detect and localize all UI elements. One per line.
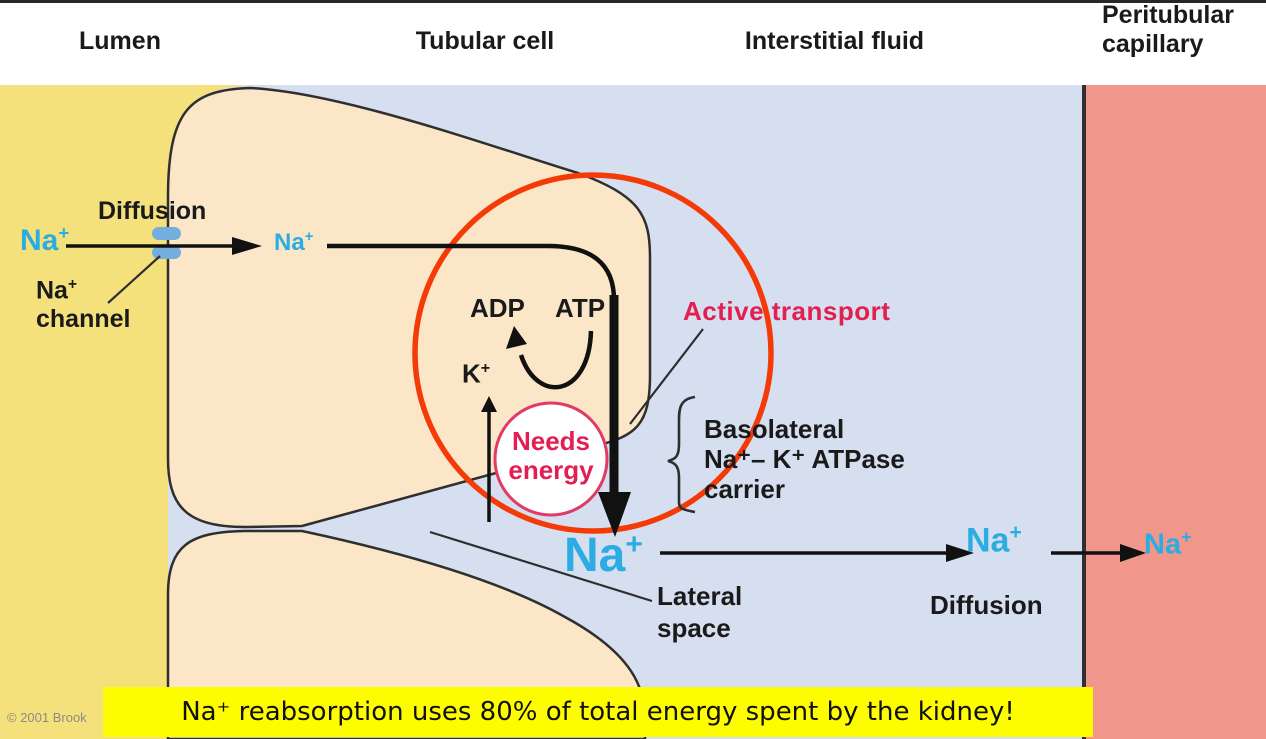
- na-channel-line1: Na+: [36, 276, 130, 305]
- na-base: Na: [20, 224, 59, 257]
- label-active-transport: Active transport: [683, 296, 891, 326]
- annotation-banner-text: Na⁺ reabsorption uses 80% of total energ…: [181, 697, 1015, 727]
- k-sup: +: [480, 359, 491, 377]
- apical-diffusion-arrowhead: [232, 237, 262, 255]
- label-adp: ADP: [470, 293, 525, 323]
- header-peritubular-line1: Peritubular: [1102, 1, 1234, 29]
- needs-energy-line2: energy: [508, 455, 594, 485]
- top-border-line: [0, 0, 1266, 3]
- label-needs-energy: Needs energy: [495, 427, 607, 485]
- basolateral-line2: Na⁺– K⁺ ATPase: [704, 444, 905, 474]
- na-sup: +: [625, 528, 643, 561]
- label-capillary-na: Na+: [1144, 527, 1192, 562]
- label-diffusion-basolateral: Diffusion: [930, 590, 1043, 620]
- basolateral-line3: carrier: [704, 474, 785, 504]
- capillary-wall-line: [1082, 85, 1087, 739]
- header-lumen: Lumen: [79, 27, 161, 55]
- label-lateral-space: Lateral space: [657, 580, 742, 644]
- na-sup: +: [67, 276, 78, 293]
- needs-energy-circle: [493, 401, 609, 517]
- na-sup: +: [58, 222, 70, 243]
- na-base: Na: [36, 276, 68, 305]
- basolateral-line1: Basolateral: [704, 414, 845, 444]
- na-channel-line2: channel: [36, 305, 131, 334]
- copyright-text: © 2001 Brook: [7, 710, 87, 725]
- k-pump-arrowhead: [481, 396, 497, 412]
- lateral-space-pointer-line: [429, 530, 653, 603]
- na-sup: +: [304, 229, 314, 245]
- atp-adp-arrowhead: [506, 326, 527, 349]
- na-path-line: [327, 243, 617, 301]
- k-base: K: [462, 358, 481, 389]
- label-pumped-na: Na+: [564, 528, 643, 583]
- header-peritubular-capillary: Peritubular capillary: [1102, 1, 1234, 59]
- lateral-space-line2: space: [657, 613, 731, 643]
- na-channel-pointer-line: [107, 255, 161, 304]
- peritubular-capillary-region: [1086, 85, 1266, 739]
- na-base: Na: [1144, 528, 1182, 561]
- lumen-region: [0, 85, 250, 739]
- header-tubular-cell: Tubular cell: [415, 27, 555, 55]
- na-channel-icon: [152, 246, 181, 259]
- capillary-diffusion-arrowhead: [1120, 544, 1146, 562]
- label-na-channel: Na+ channel: [36, 276, 130, 334]
- header-peritubular-line2: capillary: [1102, 30, 1204, 58]
- na-base: Na: [274, 229, 305, 256]
- label-k: K+: [462, 359, 490, 390]
- needs-energy-line1: Needs: [511, 426, 591, 456]
- highlight-circle: [412, 172, 774, 534]
- na-sup: +: [1181, 527, 1192, 547]
- pump-arrowhead: [598, 492, 631, 537]
- label-atp: ATP: [555, 293, 606, 323]
- label-diffusion-apical: Diffusion: [98, 197, 207, 225]
- label-basolateral-carrier: Basolateral Na⁺– K⁺ ATPase carrier: [704, 414, 905, 504]
- active-transport-pointer-line: [629, 328, 704, 425]
- na-sup: +: [1009, 521, 1022, 544]
- label-lumen-na: Na+: [20, 222, 69, 259]
- basolateral-brace: [667, 395, 696, 514]
- na-base: Na: [966, 521, 1010, 560]
- na-channel-icon: [152, 227, 181, 240]
- annotation-banner: Na⁺ reabsorption uses 80% of total energ…: [103, 687, 1093, 737]
- label-cell-na: Na+: [274, 229, 313, 257]
- header-interstitial-fluid: Interstitial fluid: [744, 27, 925, 55]
- lateral-space-line1: Lateral: [657, 581, 743, 611]
- lateral-diffusion-arrowhead: [946, 544, 974, 562]
- label-interstitial-na: Na+: [966, 521, 1022, 560]
- atp-adp-arrow: [518, 330, 594, 390]
- na-base: Na: [564, 529, 626, 582]
